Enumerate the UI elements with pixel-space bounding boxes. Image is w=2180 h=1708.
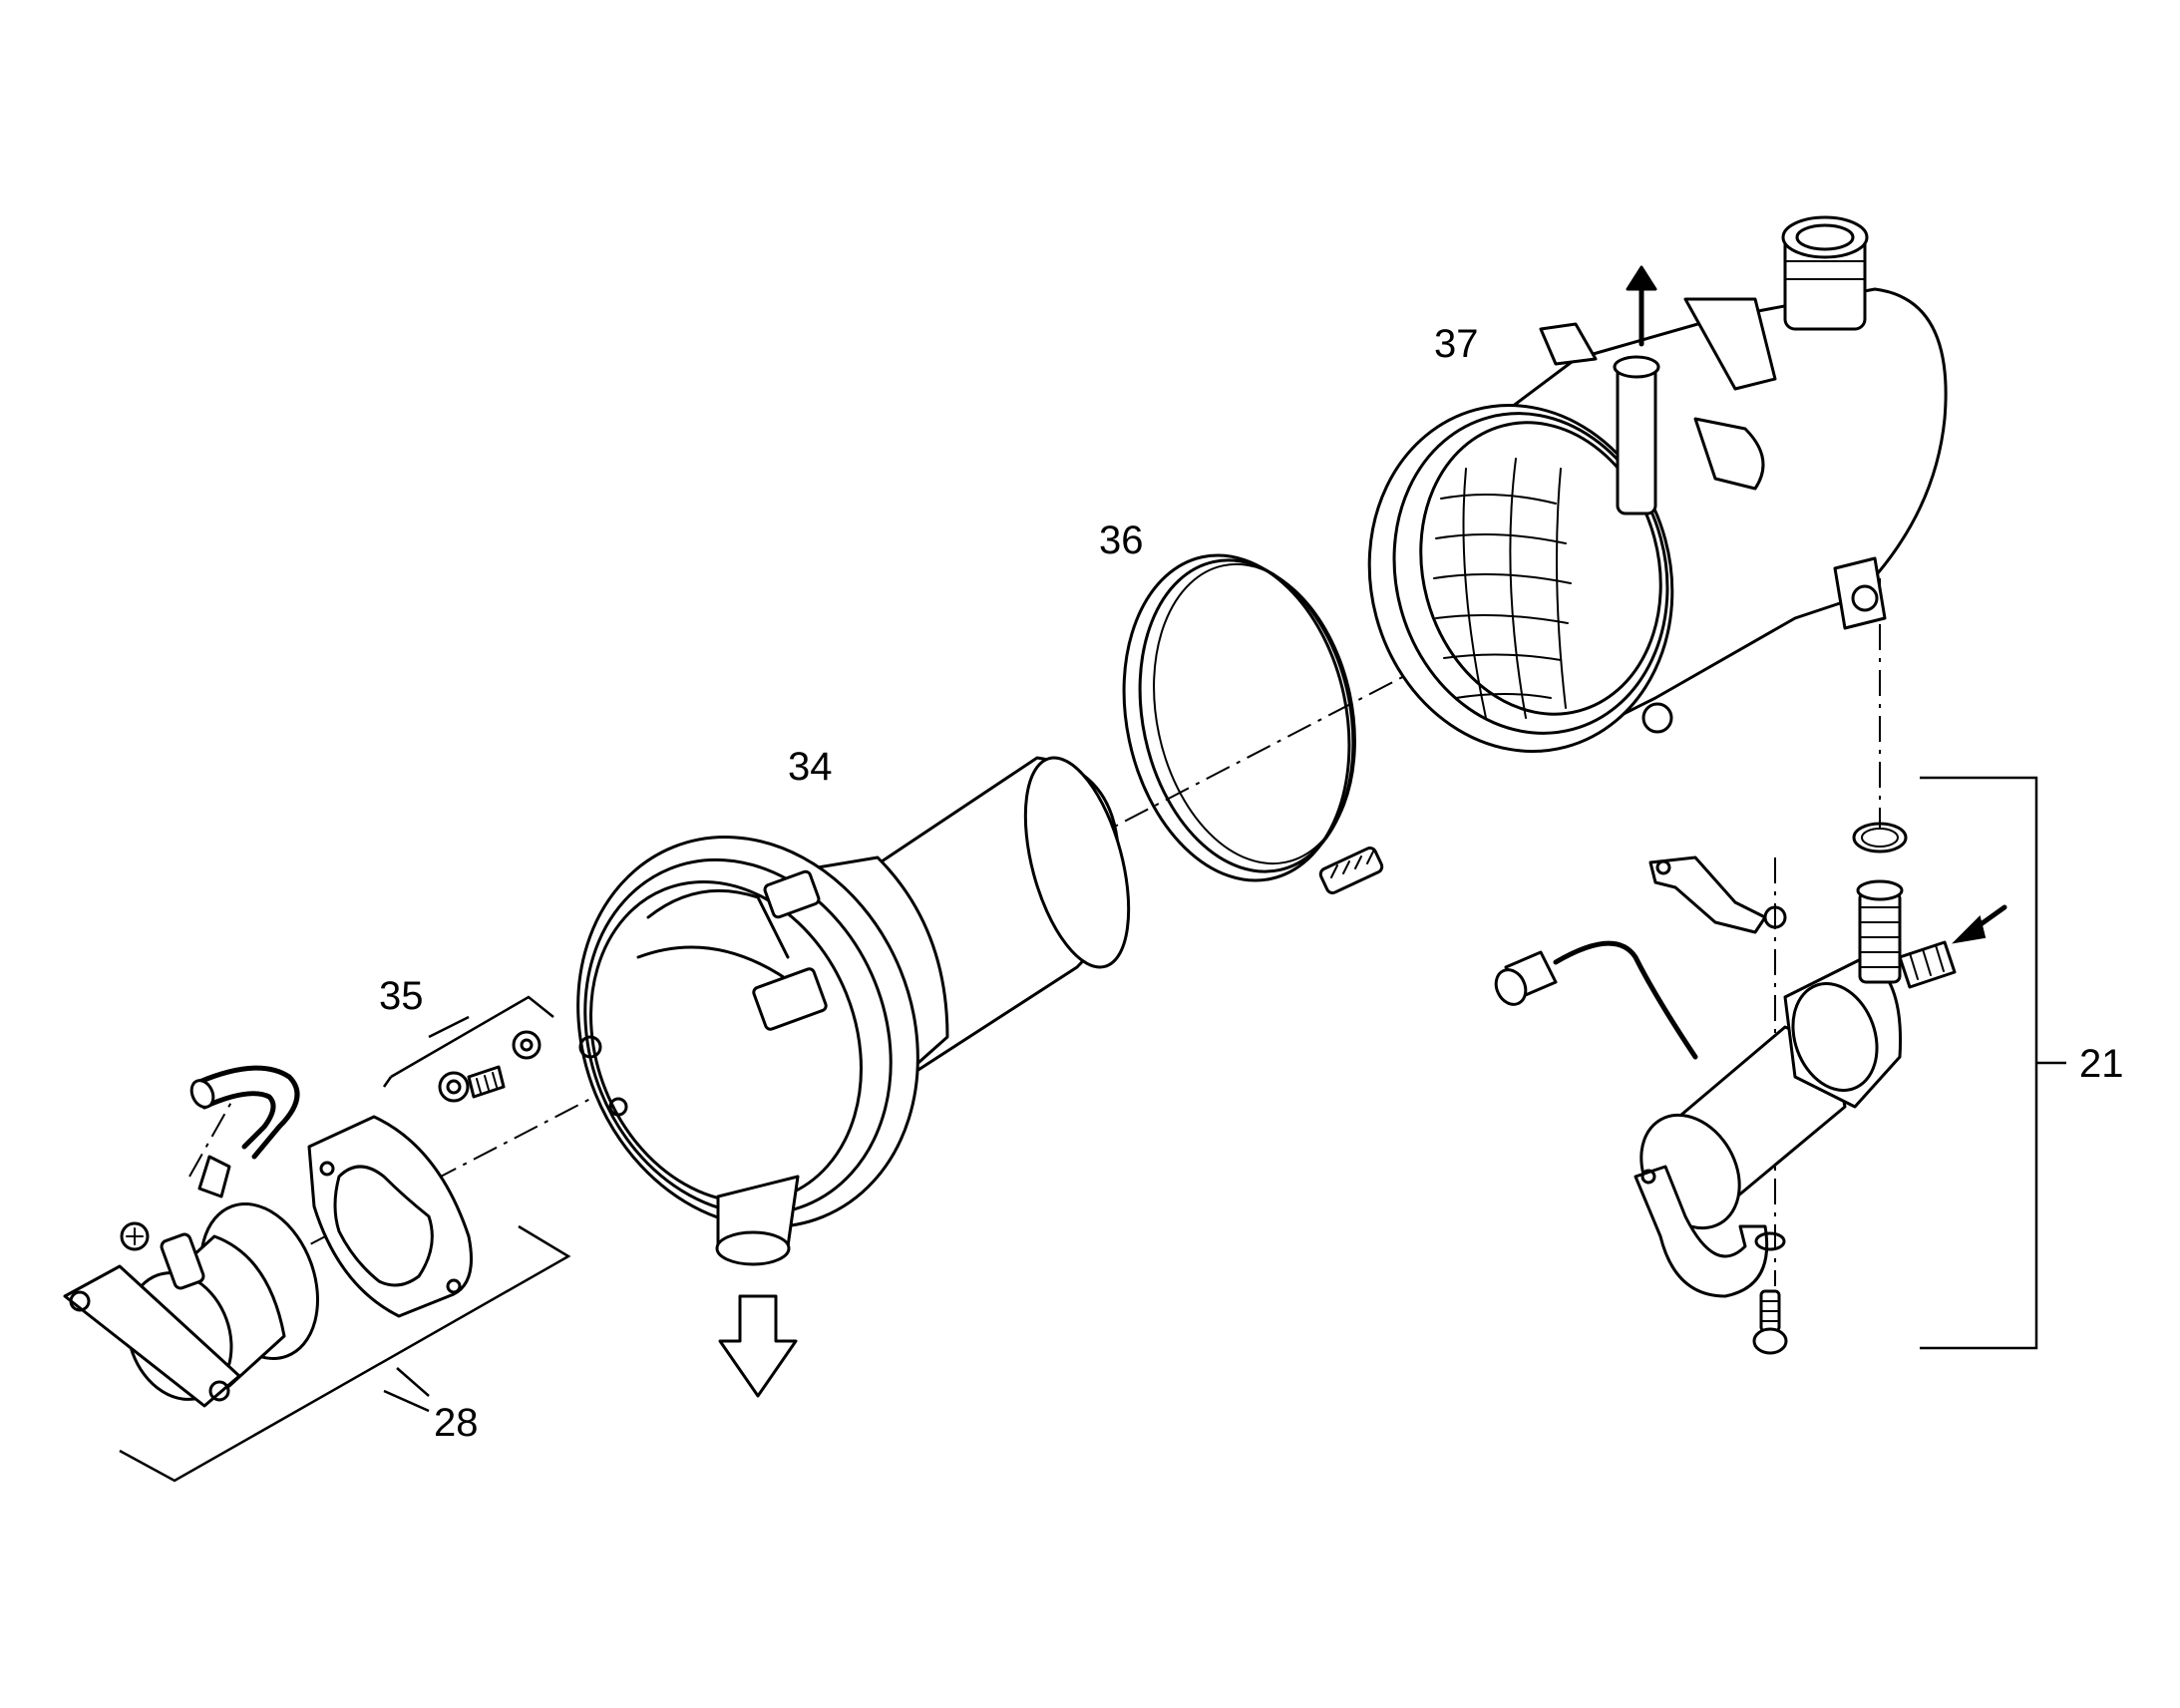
circulation-pump bbox=[1494, 776, 2066, 1355]
callout-37: 37 bbox=[1434, 322, 1479, 366]
clamp-ring bbox=[1122, 553, 1384, 894]
callout-34: 34 bbox=[788, 745, 833, 789]
heat-exchanger-housing bbox=[1367, 215, 1948, 753]
callout-21: 21 bbox=[2079, 1042, 2124, 1086]
burner-head-assembly bbox=[63, 1065, 571, 1483]
screw-set bbox=[382, 995, 554, 1103]
callout-36: 36 bbox=[1099, 518, 1144, 562]
callout-35: 35 bbox=[379, 974, 424, 1018]
callout-28: 28 bbox=[434, 1401, 479, 1445]
leader-lines bbox=[396, 1367, 430, 1397]
combustion-chamber bbox=[576, 756, 1131, 1398]
